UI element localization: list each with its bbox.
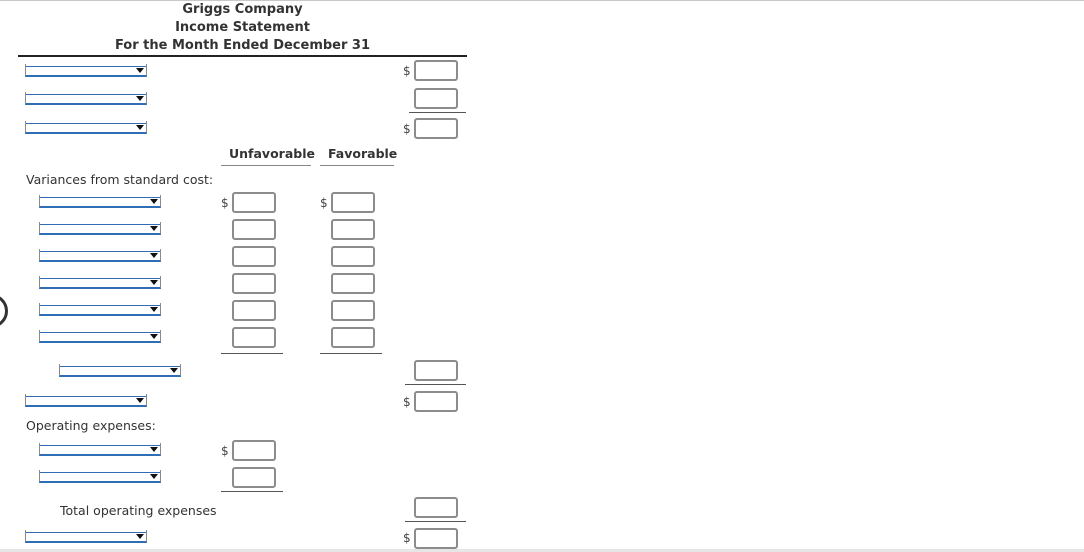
- dollar-sign: $: [403, 531, 411, 545]
- net-income-amount-input[interactable]: [414, 528, 458, 549]
- subtotal-rule: [409, 112, 466, 113]
- chevron-down-icon: [136, 398, 144, 403]
- variance-5-favorable-input[interactable]: [331, 300, 375, 321]
- dollar-sign: $: [403, 395, 411, 409]
- chevron-down-icon: [150, 334, 158, 339]
- statement-title: Income Statement: [175, 20, 310, 35]
- favorable-column-header: Favorable: [328, 146, 398, 161]
- operating-expense-1-input[interactable]: [232, 440, 276, 461]
- variance-1-select[interactable]: [39, 195, 161, 208]
- net-income-select[interactable]: [25, 530, 147, 543]
- operating-expense-1-select[interactable]: [39, 443, 161, 456]
- chevron-down-icon: [150, 307, 158, 312]
- variance-3-unfavorable-input[interactable]: [232, 246, 276, 267]
- dollar-sign: $: [403, 64, 411, 78]
- total-operating-expenses-rule: [405, 521, 466, 522]
- favorable-header-rule: [320, 165, 394, 166]
- line-2-amount-input[interactable]: [414, 88, 458, 109]
- chevron-down-icon: [150, 474, 158, 479]
- variance-3-favorable-input[interactable]: [331, 246, 375, 267]
- variance-1-unfavorable-input[interactable]: [232, 192, 276, 213]
- gross-profit-amount-input[interactable]: [414, 391, 458, 412]
- variance-2-select[interactable]: [39, 222, 161, 235]
- dollar-sign: $: [320, 196, 328, 210]
- net-variance-rule: [405, 384, 466, 385]
- statement-period: For the Month Ended December 31: [114, 38, 371, 53]
- chevron-down-icon: [150, 199, 158, 204]
- total-operating-expenses-input[interactable]: [414, 497, 458, 518]
- unfavorable-header-rule: [221, 165, 311, 166]
- top-border: [0, 0, 1084, 1]
- dollar-sign: $: [221, 196, 229, 210]
- line-3-amount-input[interactable]: [414, 118, 458, 139]
- variances-label: Variances from standard cost:: [26, 172, 214, 187]
- chevron-down-icon: [150, 226, 158, 231]
- header-rule: [18, 55, 467, 57]
- line-3-account-select[interactable]: [25, 121, 147, 134]
- operating-expense-2-input[interactable]: [232, 467, 276, 488]
- net-variance-select[interactable]: [59, 364, 181, 377]
- progress-ring-icon[interactable]: [0, 294, 8, 328]
- operating-expenses-rule: [221, 491, 283, 492]
- variance-4-favorable-input[interactable]: [331, 273, 375, 294]
- chevron-down-icon: [150, 253, 158, 258]
- favorable-total-rule: [320, 353, 382, 354]
- variance-4-unfavorable-input[interactable]: [232, 273, 276, 294]
- operating-expenses-label: Operating expenses:: [26, 418, 156, 433]
- chevron-down-icon: [170, 368, 178, 373]
- variance-6-unfavorable-input[interactable]: [232, 327, 276, 348]
- operating-expense-2-select[interactable]: [39, 470, 161, 483]
- unfavorable-total-rule: [221, 353, 283, 354]
- line-2-account-select[interactable]: [25, 92, 147, 105]
- unfavorable-column-header: Unfavorable: [229, 146, 315, 161]
- variance-1-favorable-input[interactable]: [331, 192, 375, 213]
- chevron-down-icon: [150, 447, 158, 452]
- net-variance-amount-input[interactable]: [414, 360, 458, 381]
- variance-6-favorable-input[interactable]: [331, 327, 375, 348]
- dollar-sign: $: [403, 122, 411, 136]
- variance-5-select[interactable]: [39, 303, 161, 316]
- line-1-amount-input[interactable]: [414, 60, 458, 81]
- variance-5-unfavorable-input[interactable]: [232, 300, 276, 321]
- total-operating-expenses-label: Total operating expenses: [60, 503, 217, 518]
- bottom-border: [0, 549, 1084, 552]
- chevron-down-icon: [136, 96, 144, 101]
- gross-profit-select[interactable]: [25, 394, 147, 407]
- chevron-down-icon: [150, 280, 158, 285]
- variance-6-select[interactable]: [39, 330, 161, 343]
- line-1-account-select[interactable]: [25, 64, 147, 77]
- dollar-sign: $: [221, 444, 229, 458]
- chevron-down-icon: [136, 534, 144, 539]
- chevron-down-icon: [136, 125, 144, 130]
- variance-3-select[interactable]: [39, 249, 161, 262]
- company-name: Griggs Company: [182, 2, 303, 17]
- chevron-down-icon: [136, 68, 144, 73]
- variance-2-favorable-input[interactable]: [331, 219, 375, 240]
- variance-2-unfavorable-input[interactable]: [232, 219, 276, 240]
- variance-4-select[interactable]: [39, 276, 161, 289]
